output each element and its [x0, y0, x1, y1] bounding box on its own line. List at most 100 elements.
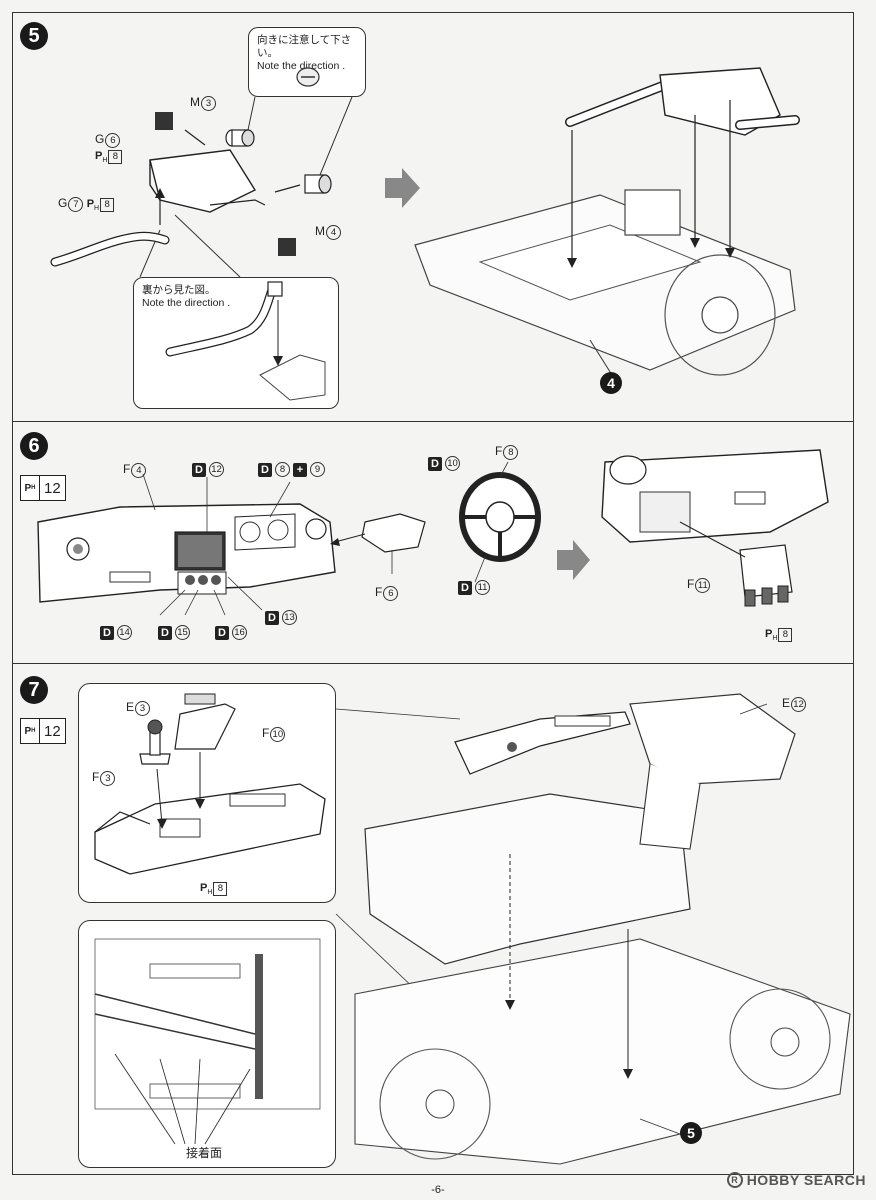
label-f3-letter: F — [92, 770, 100, 784]
label-d15-letter: D — [158, 625, 172, 640]
decal-plus-icon: + — [293, 462, 307, 477]
section-divider-5-6 — [12, 421, 854, 422]
label-g6-letter: G — [95, 132, 105, 146]
page-frame — [12, 12, 854, 1175]
label-m4-num: 4 — [326, 225, 341, 240]
label-f4-num: 4 — [131, 463, 147, 478]
step7-paint-num: 12 — [44, 722, 61, 740]
label-g7-letter: G — [58, 196, 68, 210]
label-d10-num: 10 — [445, 456, 460, 471]
label-d13-num: 13 — [282, 610, 297, 625]
label-f11-letter: F — [687, 577, 695, 591]
label-d9-num: 9 — [310, 462, 325, 477]
label-f3-num: 3 — [100, 771, 116, 786]
paint-ph-icon: PH — [765, 628, 778, 643]
label-d10-letter: D — [428, 456, 442, 471]
label-f10-letter: F — [262, 726, 270, 740]
label-g7-num: 7 — [68, 197, 84, 212]
callout-jp: 裏から見た図。 — [142, 284, 216, 296]
label-d8-letter: D — [258, 462, 272, 477]
label-d15-num: 15 — [175, 625, 190, 640]
label-e12-letter: E — [782, 696, 791, 710]
step-6-number: 6 — [20, 432, 48, 460]
watermark-logo-icon: R — [726, 1172, 743, 1188]
label-ph8-a-num: 8 — [108, 150, 123, 164]
section-divider-6-7 — [12, 663, 854, 664]
callout-en: Note the direction . — [257, 60, 346, 72]
label-ph8-console-num: 8 — [213, 882, 228, 896]
label-f11-num: 11 — [695, 578, 711, 593]
label-e3-num: 3 — [135, 701, 151, 716]
label-f4-letter: F — [123, 462, 131, 476]
watermark: R HOBBY SEARCH — [726, 1172, 866, 1188]
label-e12-num: 12 — [791, 697, 807, 712]
step-5-number: 5 — [20, 22, 48, 50]
label-f6-num: 6 — [383, 586, 399, 601]
label-d12-num: 12 — [209, 462, 224, 477]
label-d14-letter: D — [100, 625, 114, 640]
step6-paint-num: 12 — [44, 479, 61, 497]
label-g6-num: 6 — [105, 133, 121, 148]
callout-jp: 向きに注意して下さい。 — [257, 34, 352, 59]
page-number: -6- — [431, 1184, 445, 1196]
label-f6-letter: F — [375, 585, 383, 599]
label-d11-num: 11 — [475, 580, 490, 595]
label-d16-num: 16 — [232, 625, 247, 640]
label-ph8-b-num: 8 — [100, 198, 115, 212]
paint-ph-icon: PH — [95, 150, 108, 165]
label-m3-num: 3 — [201, 96, 216, 111]
label-d14-num: 14 — [117, 625, 132, 640]
label-f8-num: 8 — [503, 445, 519, 460]
ref-marker-5: 5 — [680, 1122, 702, 1144]
step5-illustration — [50, 67, 800, 401]
label-d11-letter: D — [458, 580, 472, 595]
label-f10-num: 10 — [270, 727, 286, 742]
label-m4-letter: M — [315, 224, 325, 238]
step7-illustration — [94, 693, 851, 1165]
callout-en: Note the direction . — [142, 297, 231, 309]
step5-callout-direction: 向きに注意して下さい。 Note the direction . — [248, 27, 366, 97]
step-7-number: 7 — [20, 676, 48, 704]
glue-surface-label: 接着面 — [186, 1146, 223, 1160]
paint-ph-icon: PH — [86, 198, 100, 213]
label-d12-letter: D — [192, 462, 206, 477]
callout-part-icon — [296, 67, 320, 87]
label-e3-letter: E — [126, 700, 135, 714]
ref-marker-4: 4 — [600, 372, 622, 394]
label-d8-num: 8 — [275, 462, 290, 477]
label-m3-letter: M — [190, 95, 200, 109]
label-f8-letter: F — [495, 444, 503, 458]
label-ph8-f11-num: 8 — [778, 628, 793, 642]
watermark-text: HOBBY SEARCH — [746, 1172, 866, 1188]
label-d13-letter: D — [265, 610, 279, 625]
step6-illustration — [37, 449, 829, 616]
label-d16-letter: D — [215, 625, 229, 640]
paint-ph-icon: PH — [200, 882, 213, 897]
